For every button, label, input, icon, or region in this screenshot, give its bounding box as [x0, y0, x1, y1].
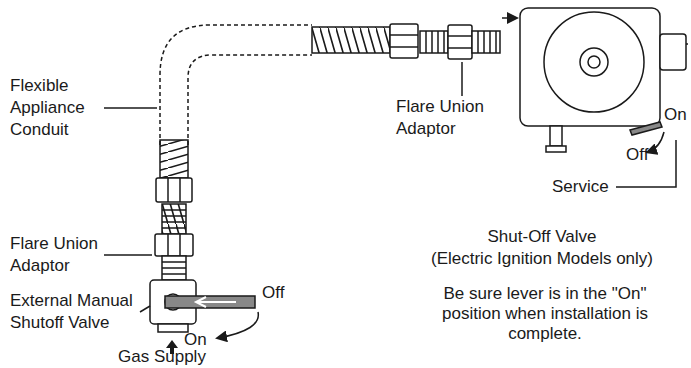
part-note: (Electric Ignition Models only) [397, 248, 687, 270]
part-label: Flexible Appliance Conduit [10, 75, 105, 141]
part-label: Shut-Off Valve [397, 226, 687, 248]
installation-note: Be sure lever is in the "On" position wh… [425, 284, 665, 344]
supply-label: Gas Supply [118, 348, 206, 366]
position-label: On [664, 104, 687, 126]
position-label: On [184, 331, 207, 349]
part-label: Service [552, 176, 609, 198]
part-label: Flare Union Adaptor [396, 96, 496, 140]
position-label: Off [262, 282, 284, 304]
part-label: Flare Union Adaptor [10, 233, 110, 277]
position-label: Off [626, 144, 648, 166]
part-label: External Manual Shutoff Valve [10, 290, 145, 334]
